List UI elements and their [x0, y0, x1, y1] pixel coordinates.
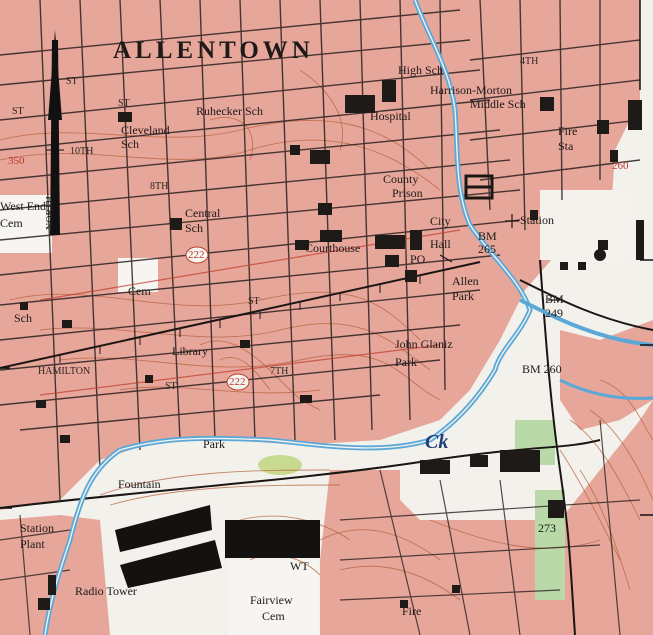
creek-inner: [44, 0, 531, 635]
label-fire-sta: Sta: [558, 139, 574, 153]
label-hall: Hall: [430, 237, 451, 251]
river-east: [519, 298, 653, 347]
label-st-7th: 7TH: [270, 366, 289, 377]
label-elev-222-b: 222: [229, 376, 246, 388]
label-st-5: ST: [12, 106, 24, 117]
label-fire: Fire: [558, 124, 578, 138]
rail-ticks: [59, 276, 421, 363]
contour-lines: [0, 69, 653, 601]
label-bm-249-value: 249: [545, 306, 563, 320]
prison-grid: [464, 174, 494, 200]
river-east-2: [559, 378, 653, 400]
label-fairview-cem: Cem: [262, 609, 285, 623]
label-allen: Allen: [452, 274, 479, 288]
street-grid: [0, 0, 641, 501]
label-county: County: [383, 172, 419, 186]
label-sch-left: Sch: [14, 311, 32, 325]
label-elev-260: 260: [612, 160, 629, 172]
label-central: Central: [185, 206, 221, 220]
label-john-glaniz-park: Park: [395, 355, 417, 369]
north-arrow-icon: [46, 30, 64, 235]
label-elev-350: 350: [8, 155, 25, 167]
label-radio-tower: Radio Tower: [75, 584, 137, 598]
urban-area-south: [320, 400, 653, 635]
label-middle-sch: Middle Sch: [470, 97, 526, 111]
label-fairview: Fairview: [250, 593, 293, 607]
label-hamilton: HAMILTON: [38, 366, 91, 377]
label-cleveland-sch: Sch: [121, 137, 139, 151]
south-streets: [0, 419, 641, 635]
industrial-blocks: [115, 505, 320, 588]
label-bm-265: BM: [478, 229, 497, 243]
west-end-cem-patch: [0, 195, 52, 253]
label-high-sch: High Sch: [398, 63, 443, 77]
label-station: Station: [520, 213, 555, 227]
label-st-4th: 4TH: [520, 56, 539, 67]
green-patch-park: [258, 455, 302, 475]
label-bm-265-value: 265: [478, 242, 496, 256]
route-shields: [185, 246, 250, 391]
label-st-8th: 8TH: [150, 181, 169, 192]
fairview-cem-patch: [228, 560, 318, 635]
label-john-glaniz: John Glaniz: [395, 337, 453, 351]
railroads: [0, 259, 653, 635]
label-harrison-morton: Harrison-Morton: [430, 83, 512, 97]
east-open-patch: [540, 190, 630, 260]
label-prison: Prison: [392, 186, 423, 200]
label-cem: Cem: [128, 284, 151, 298]
label-city: City: [430, 214, 451, 228]
label-st-1: ST: [118, 98, 130, 109]
urban-area: [0, 0, 640, 510]
label-courthouse: Courthouse: [305, 241, 361, 255]
label-bm-249: BM: [545, 292, 564, 306]
label-cleveland: Cleveland: [121, 123, 170, 137]
label-elev-222: 222: [188, 249, 205, 261]
grid-ticks: [0, 0, 653, 516]
label-po: PO: [410, 252, 426, 266]
label-west-end: West End: [0, 199, 47, 213]
label-bm-273: 273: [538, 521, 556, 535]
city-name: ALLENTOWN: [113, 37, 314, 64]
label-bm-260: BM 260: [522, 362, 562, 376]
label-fountain: Fountain: [118, 477, 161, 491]
label-station-plant: Station: [20, 521, 55, 535]
label-st-2: ST: [66, 76, 78, 87]
water-tank-icon: [594, 249, 606, 261]
label-ruhecker: Ruhecker Sch: [196, 104, 263, 118]
label-west-end-cem: Cem: [0, 216, 23, 230]
label-st-10th: 10TH: [70, 146, 94, 157]
label-creek: Ck: [425, 431, 449, 453]
label-allen-park: Park: [452, 289, 474, 303]
label-hospital: Hospital: [370, 109, 411, 123]
buildings: [20, 80, 644, 610]
label-library: Library: [172, 344, 208, 358]
label-station-plant-2: Plant: [20, 537, 45, 551]
label-central-sch: Sch: [185, 221, 203, 235]
label-wt: WT: [290, 559, 309, 573]
label-st-3: ST: [248, 296, 260, 307]
label-st-4: ST: [165, 381, 177, 392]
benchmark-marks: [439, 214, 560, 301]
label-fire-south: Fire: [402, 604, 422, 618]
label-park: Park: [203, 437, 225, 451]
